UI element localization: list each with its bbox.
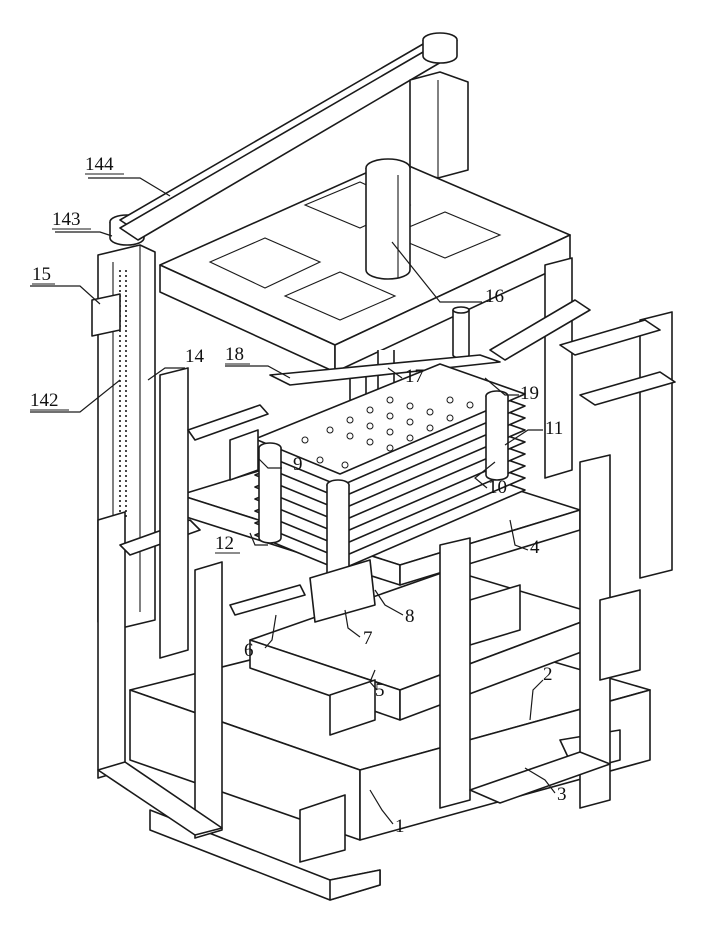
label-14: 14 (185, 346, 205, 367)
cylinder (366, 159, 410, 279)
label-142: 142 (30, 390, 59, 411)
label-5: 5 (375, 680, 385, 701)
label-18: 18 (225, 344, 244, 365)
label-1: 1 (395, 816, 405, 837)
label-15: 15 (32, 264, 51, 285)
label-8: 8 (405, 606, 415, 627)
label-16: 16 (485, 286, 504, 307)
label-143: 143 (52, 209, 81, 230)
label-11: 11 (545, 418, 563, 439)
label-4: 4 (530, 537, 540, 558)
label-144: 144 (85, 154, 114, 175)
label-3: 3 (557, 784, 567, 805)
label-9: 9 (293, 454, 303, 475)
label-2: 2 (543, 664, 553, 685)
label-6: 6 (244, 640, 254, 661)
label-10: 10 (488, 477, 507, 498)
label-7: 7 (363, 628, 373, 649)
label-17: 17 (405, 366, 424, 387)
label-12: 12 (215, 533, 234, 554)
label-19: 19 (520, 383, 539, 404)
